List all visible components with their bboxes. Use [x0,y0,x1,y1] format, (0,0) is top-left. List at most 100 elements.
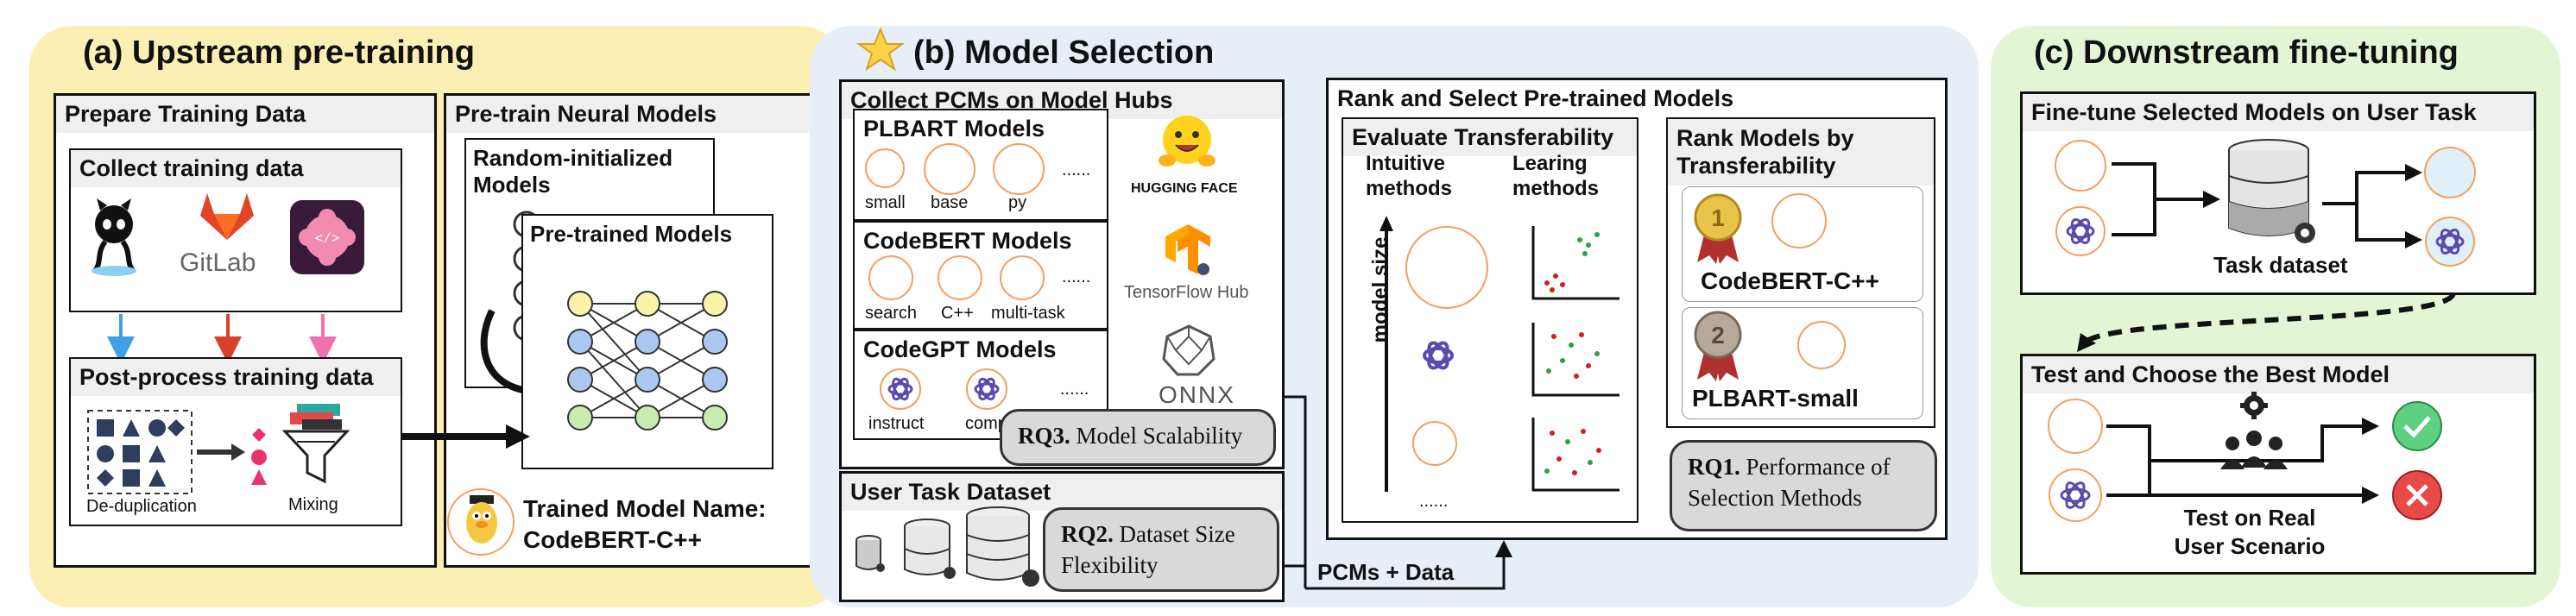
finetune-input-arrows [2112,162,2220,236]
test-bert-avatar [2048,399,2103,454]
codebert-multitask-avatar [1000,255,1045,300]
pcms-data-label: PCMs + Data [1317,559,1455,585]
rank-title-line1: Rank Models by [1676,125,1854,151]
evaluate-transferability-title: Evaluate Transferability [1343,119,1637,156]
finetune-to-test-arrow [2077,292,2456,352]
trained-model-name-line2: CodeBERT-C++ [523,526,702,553]
intuitive-line1: Intuitive [1366,152,1446,175]
rank-title-line2: Transferability [1676,153,1836,179]
codegpt-comp-icon [966,368,1007,410]
postprocess-to-pretrain-arrow [402,424,530,449]
svg-text:</>: </> [315,231,340,247]
random-initialized-models-title: Random-initialized Models [473,145,689,199]
rank1-bert-avatar [1771,193,1827,248]
rank1-name: CodeBERT-C++ [1701,267,1879,294]
plbart-py-avatar [993,143,1045,195]
eval-bert-avatar [1405,226,1488,309]
test-openai-icon [2049,468,2102,522]
rq2-label: RQ2. [1061,521,1114,547]
users-gear-icon [2220,392,2288,469]
model-size-label: model size [1368,236,1392,343]
task-dataset-icon [2228,139,2315,243]
plbart-ellipsis: ...... [1062,160,1091,179]
test-title: Test and Choose the Best Model [2023,356,2534,393]
rq1-text-line2: Selection Methods [1688,485,1862,512]
rank2-plbart-avatar [1797,321,1846,369]
codegpt-models-title: CodeGPT Models [855,331,1107,368]
model-size-axis [1380,216,1393,492]
test-label-line1: Test on Real [2183,505,2316,531]
postprocess-training-data-box: Post-process training data [69,357,402,526]
pcms-data-flow-arrow [1285,395,1512,590]
deduplication-shapes-icon [87,410,267,494]
panel-c-title: (c) Downstream fine-tuning [2034,35,2459,71]
codebert-models-title: CodeBERT Models [855,223,1107,260]
intuitive-methods-label: Intuitive methods [1366,152,1452,202]
cross-icon [2392,470,2442,520]
finetune-bert-avatar [2055,140,2106,192]
plbart-item-small: small [865,193,906,212]
rq2-text-line1: Dataset Size [1119,521,1235,547]
mixing-funnel-icon [281,404,350,484]
rq3-callout: RQ3. Model Scalability [1000,409,1276,466]
pretrained-models-title: Pre-trained Models [530,221,733,247]
test-label: Test on Real User Scenario [2163,504,2336,560]
finetuned-bert-avatar [2424,147,2476,198]
panel-b-title: (b) Model Selection [913,35,1215,71]
hugging-face-label: HUGGING FACE [1131,181,1238,196]
codegpt-ellipsis: ...... [1060,380,1089,399]
plbart-small-avatar [865,148,905,188]
collect-training-data-title: Collect training data [71,150,401,187]
hugging-face-icon [1159,116,1215,167]
collect-to-postprocess-arrows [107,314,337,364]
codegpt-item-instruct: instruct [868,414,925,433]
plbart-item-base: base [931,193,969,212]
panel-a-title: (a) Upstream pre-training [83,35,475,71]
dataset-medium-icon [904,519,956,579]
rank-select-title: Rank and Select Pre-trained Models [1329,80,1945,117]
postprocess-training-data-title: Post-process training data [71,359,401,396]
codegpt-instruct-icon [880,368,921,410]
tensorflow-hub-label: TensorFlow Hub [1124,283,1249,302]
gold-medal-icon: 1 [1694,193,1742,264]
finetuned-openai-icon [2425,217,2475,267]
bert-muppet-icon [466,495,497,544]
scatter-plot-1 [1531,226,1619,300]
trained-model-name-line1: Trained Model Name: [523,495,767,522]
mixing-label: Mixing [288,495,338,514]
plbart-base-avatar [924,143,975,195]
silver-medal-icon: 2 [1694,311,1742,381]
eval-openai-icon-1 [1423,341,1454,370]
user-task-dataset-title: User Task Dataset [842,474,1282,511]
rank1-medal-number: 1 [1711,204,1725,231]
learning-line1: Learing [1512,152,1588,175]
code-flower-icon: </> [299,209,356,266]
evaluate-transferability-box: Evaluate Transferability [1342,117,1638,523]
codebert-item-multitask: multi-task [991,304,1065,323]
tensorflow-icon [1165,224,1210,275]
onnx-icon [1162,324,1215,376]
neural-network-icon [567,291,728,431]
rq1-label: RQ1. [1688,454,1740,480]
rq2-callout: RQ2. Dataset Size Flexibility [1043,507,1279,592]
rq2-text-line2: Flexibility [1061,552,1159,579]
gitlab-label: GitLab [180,248,256,277]
learning-line2: methods [1512,176,1600,200]
plbart-models-box: PLBART Models [853,109,1108,221]
github-icon [92,198,136,276]
rq1-callout: RQ1. Performance of Selection Methods [1670,440,1937,531]
plbart-models-title: PLBART Models [855,110,1107,148]
rank-models-title: Rank Models by Transferability [1668,119,1934,185]
rq3-text: Model Scalability [1076,423,1243,449]
star-icon [856,27,906,72]
dataset-small-icon [856,535,885,572]
task-dataset-label: Task dataset [2213,252,2348,278]
codebert-search-avatar [868,255,913,300]
codegpt-item-comp: comp [965,414,1007,433]
rank2-name: PLBART-small [1692,385,1859,412]
eval-ellipsis: ...... [1419,492,1449,511]
dataset-large-icon [966,506,1039,587]
test-label-line2: User Scenario [2174,532,2326,559]
prepare-training-data-title: Prepare Training Data [56,96,434,133]
eval-small-avatar [1412,421,1457,466]
